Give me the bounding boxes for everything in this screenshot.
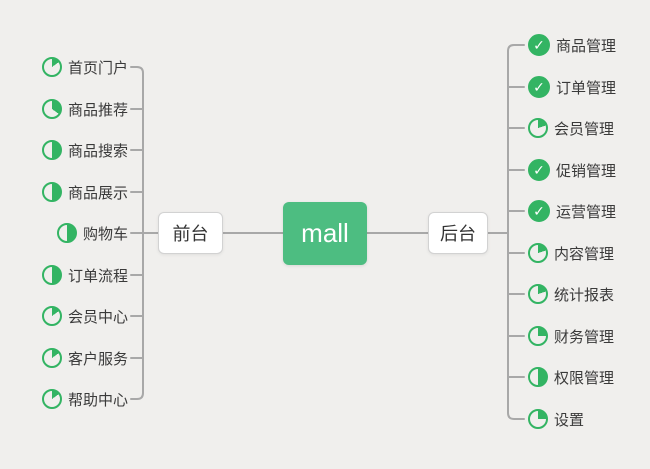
node-label: 权限管理 (554, 369, 615, 387)
progress-pie-icon (528, 243, 548, 263)
node-home-portal[interactable]: 首页门户 (41, 53, 128, 81)
progress-pie-icon (528, 367, 548, 387)
node-label: 内容管理 (554, 245, 615, 263)
node-statistics-report[interactable]: 统计报表 (528, 280, 614, 308)
node-shopping-cart[interactable]: 购物车 (56, 219, 128, 247)
node-product-recommend[interactable]: 商品推荐 (41, 95, 128, 123)
node-label: 会员管理 (554, 120, 615, 138)
node-order-flow[interactable]: 订单流程 (41, 261, 128, 289)
check-circle-icon: ✓ (528, 159, 550, 181)
node-settings[interactable]: 设置 (528, 405, 584, 433)
node-label: 商品管理 (556, 37, 617, 55)
progress-pie-icon (41, 57, 62, 77)
node-label: 订单管理 (556, 79, 617, 97)
node-label: 商品展示 (67, 184, 128, 202)
node-label: 统计报表 (554, 286, 615, 304)
node-label: 会员中心 (67, 308, 128, 326)
progress-pie-icon (528, 118, 548, 138)
node-content-mgmt[interactable]: 内容管理 (528, 239, 614, 267)
node-member-center[interactable]: 会员中心 (41, 302, 128, 330)
node-operation-mgmt[interactable]: ✓ 运营管理 (528, 197, 616, 225)
progress-pie-icon (41, 389, 62, 409)
node-promotion-mgmt[interactable]: ✓ 促销管理 (528, 156, 616, 184)
progress-pie-icon (528, 409, 548, 429)
node-finance-mgmt[interactable]: 财务管理 (528, 322, 614, 350)
node-product-display[interactable]: 商品展示 (41, 178, 128, 206)
node-label: 运营管理 (556, 203, 617, 221)
progress-pie-icon (41, 140, 62, 160)
progress-pie-icon (41, 99, 62, 119)
node-product-search[interactable]: 商品搜索 (41, 136, 128, 164)
progress-pie-icon (41, 182, 62, 202)
node-customer-service[interactable]: 客户服务 (41, 344, 128, 372)
progress-pie-icon (41, 306, 62, 326)
node-label: 首页门户 (67, 59, 128, 77)
right-branch-stubs (507, 86, 525, 378)
node-label: 促销管理 (556, 162, 617, 180)
progress-pie-icon (41, 348, 62, 368)
backend-branch-node[interactable]: 后台 (428, 212, 488, 254)
node-order-mgmt[interactable]: ✓ 订单管理 (528, 73, 616, 101)
check-circle-icon: ✓ (528, 76, 550, 98)
root-node-label: mall (301, 218, 349, 248)
node-label: 设置 (554, 411, 585, 429)
root-node-mall[interactable]: mall (283, 202, 367, 265)
node-permission-mgmt[interactable]: 权限管理 (528, 363, 614, 391)
backend-branch-label: 后台 (440, 224, 476, 244)
node-label: 订单流程 (67, 267, 128, 285)
node-label: 客户服务 (67, 350, 128, 368)
progress-pie-icon (528, 326, 548, 346)
node-label: 帮助中心 (67, 391, 128, 409)
node-label: 商品推荐 (67, 101, 128, 119)
progress-pie-icon (528, 284, 548, 304)
node-help-center[interactable]: 帮助中心 (41, 385, 128, 413)
frontend-branch-label: 前台 (172, 224, 209, 244)
progress-pie-icon (41, 265, 62, 285)
node-label: 商品搜索 (67, 142, 128, 160)
right-branch-bracket (507, 44, 525, 420)
frontend-branch-node[interactable]: 前台 (158, 212, 223, 254)
node-member-mgmt[interactable]: 会员管理 (528, 114, 614, 142)
progress-pie-icon (56, 223, 77, 243)
node-product-mgmt[interactable]: ✓ 商品管理 (528, 31, 616, 59)
left-branch-stubs (130, 108, 144, 359)
check-circle-icon: ✓ (528, 34, 550, 56)
node-label: 购物车 (82, 225, 128, 243)
check-circle-icon: ✓ (528, 200, 550, 222)
node-label: 财务管理 (554, 328, 615, 346)
